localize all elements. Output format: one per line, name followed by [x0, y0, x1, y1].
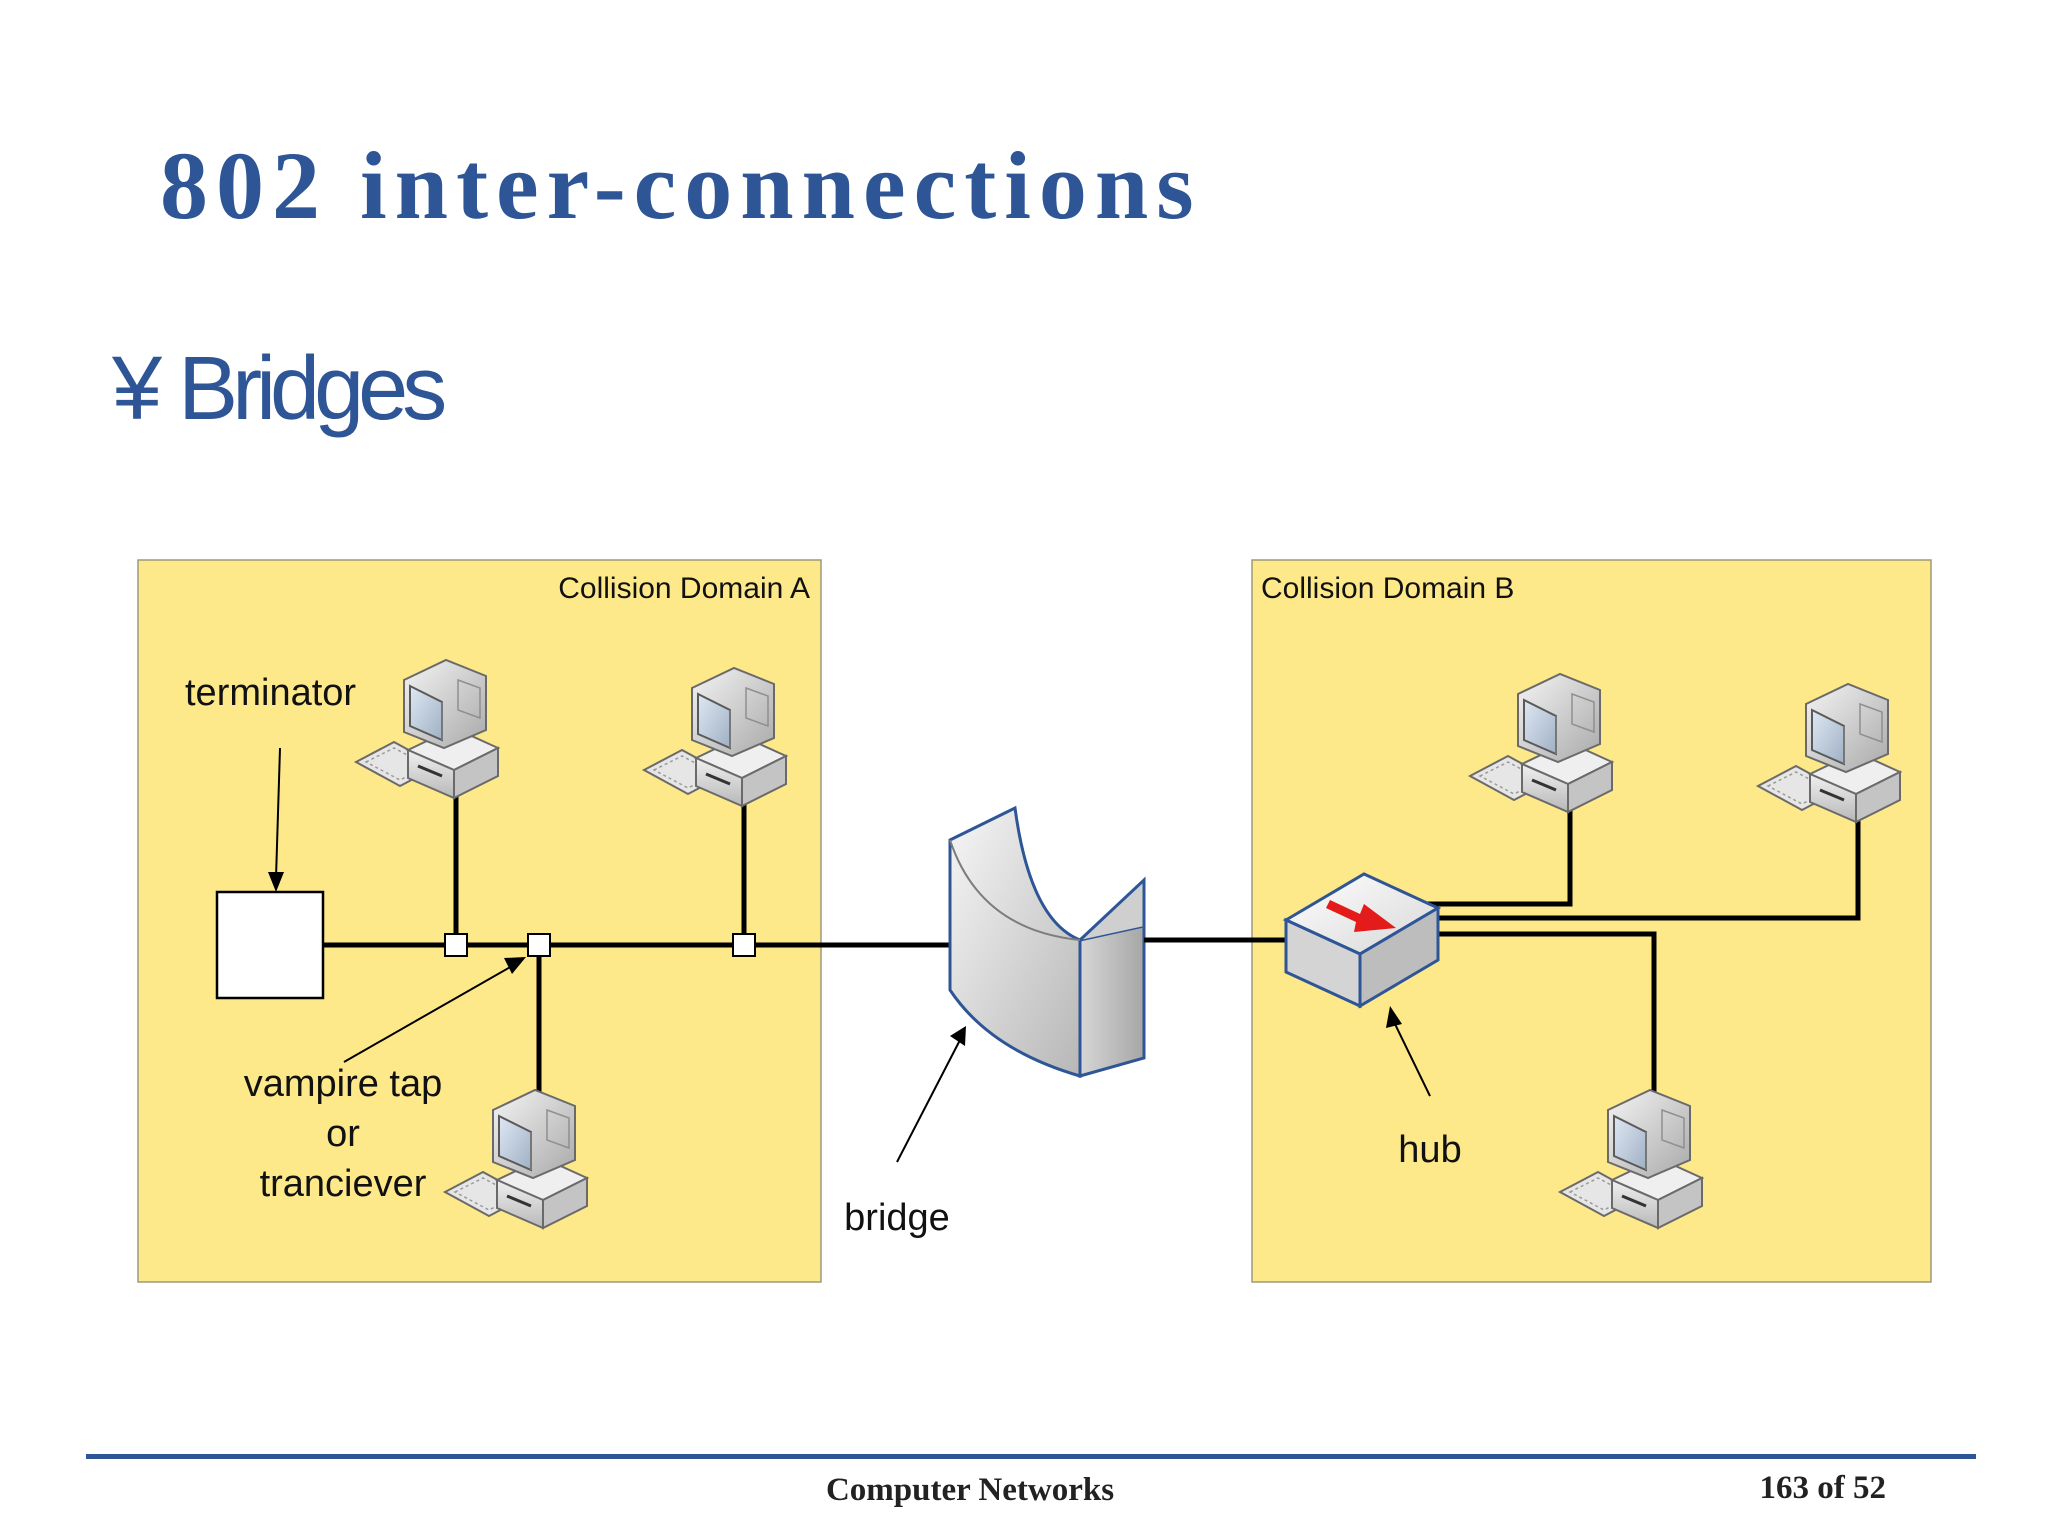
slide-title: 802 inter-connections — [160, 132, 1202, 239]
tap-label-line2: or — [326, 1113, 360, 1155]
tap-label-line3: tranciever — [260, 1163, 427, 1205]
vampire-tap — [444, 933, 468, 957]
bus-cable-a — [323, 790, 950, 1095]
hub-arrow-icon — [1326, 900, 1396, 932]
bridge-label: bridge — [844, 1197, 950, 1239]
collision-domain-b-label: Collision Domain B — [1261, 572, 1514, 605]
vampire-tap — [732, 933, 756, 957]
tap-pointer-arrow — [343, 957, 526, 1063]
footer-page-number: 163 of 52 — [1759, 1470, 1887, 1506]
bullet-text: Bridges — [178, 339, 447, 439]
bridge-device — [948, 805, 1146, 1078]
tap-label-line1: vampire tap — [244, 1063, 443, 1105]
terminator-pointer-arrow — [268, 747, 284, 892]
bullet-item-bridges: ¥Bridges — [112, 338, 447, 441]
footer-divider — [86, 1454, 1976, 1459]
bridge-pointer-arrow — [896, 1026, 966, 1163]
bullet-mark: ¥ — [112, 339, 162, 439]
terminator-label: terminator — [185, 672, 356, 714]
hub-cables-b — [1418, 810, 1861, 1098]
hub-device — [1282, 872, 1442, 1009]
terminator-block — [215, 890, 325, 1000]
collision-domain-a-label: Collision Domain A — [558, 572, 810, 605]
hub-label: hub — [1398, 1129, 1461, 1171]
footer-course: Computer Networks — [825, 1472, 1115, 1508]
vampire-tap — [527, 933, 551, 957]
hub-pointer-arrow — [1386, 1006, 1431, 1097]
